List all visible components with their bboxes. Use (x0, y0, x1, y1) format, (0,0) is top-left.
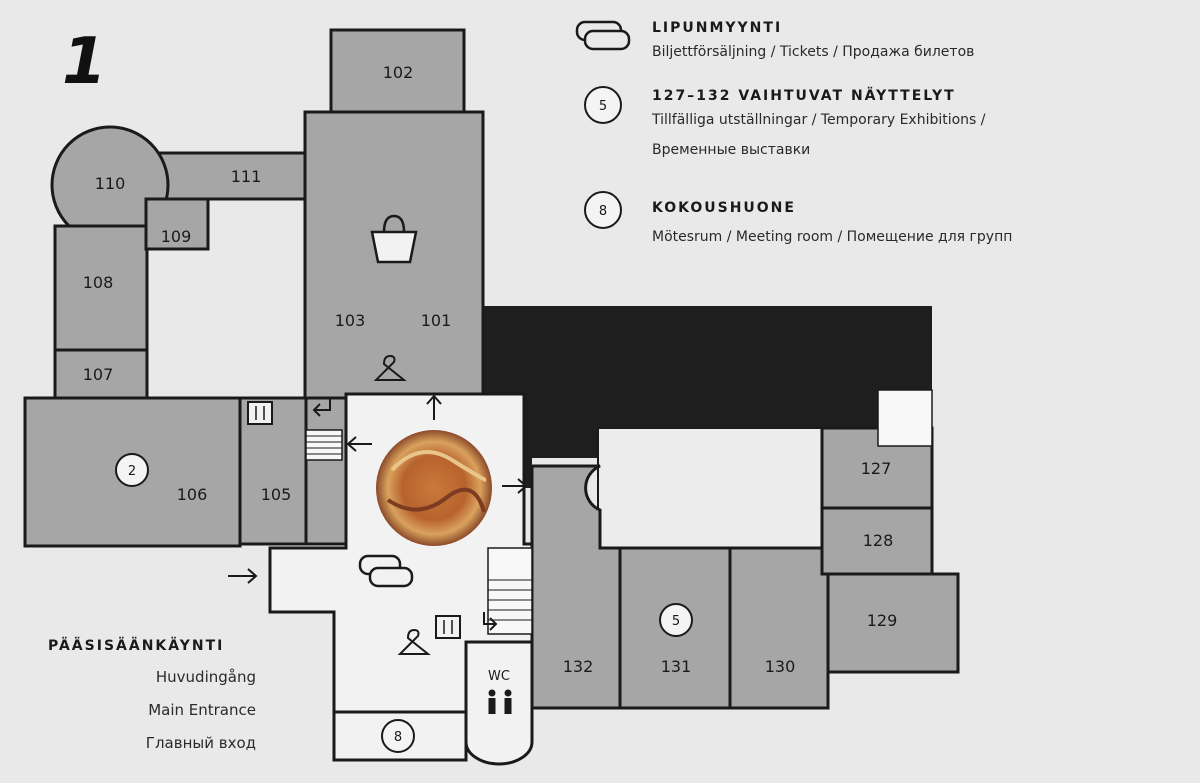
room-label-132: 132 (563, 657, 594, 676)
legend-exhibitions-line2: Временные выставки (652, 142, 811, 158)
dark-courtyard (484, 306, 932, 488)
room-label-107: 107 (83, 365, 114, 384)
tickets-icon (575, 20, 631, 51)
meeting-badge-icon: 8 (584, 191, 622, 229)
legend-meeting-title: KOKOUSHUONE (652, 200, 796, 216)
room-label-108: 108 (83, 273, 114, 292)
entrance-title: PÄÄSISÄÄNKÄYNTI (48, 638, 225, 654)
corridor-111 (144, 151, 307, 201)
entrance-line-2: Main Entrance (148, 701, 256, 719)
inner-white-space (597, 427, 823, 549)
room-stair-block (304, 396, 348, 546)
legend-tickets-title: LIPUNMYYNTI (652, 20, 783, 36)
room-label-106: 106 (177, 485, 208, 504)
badge-8-label: 8 (394, 730, 402, 745)
legend-exhibitions-line1: Tillfälliga utställningar / Temporary Ex… (652, 112, 986, 128)
room-107 (53, 348, 149, 400)
room-102 (329, 28, 466, 114)
room-label-103: 103 (335, 311, 366, 330)
room-108 (53, 224, 149, 352)
room-label-111: 111 (231, 167, 262, 186)
room-label-105: 105 (261, 485, 292, 504)
stairs-upper-right (877, 389, 933, 447)
room-label-129: 129 (867, 611, 898, 630)
badge-2-label: 2 (128, 464, 136, 479)
restroom-icon (488, 689, 512, 714)
stairs-icon (305, 429, 343, 461)
arrow-icon (228, 394, 528, 631)
room-label-128: 128 (863, 531, 894, 550)
room-label-127: 127 (861, 459, 892, 478)
entrance-line-3: Главный вход (145, 734, 256, 752)
wc-label: WC (488, 669, 510, 684)
floor-number: 1 (62, 25, 107, 99)
entrance-line-1: Huvudingång (155, 668, 256, 686)
coat-hanger-icon (373, 354, 407, 381)
room-132 (530, 464, 622, 710)
room-label-109: 109 (161, 227, 192, 246)
badge-2 (115, 453, 149, 487)
badge-5-label: 5 (672, 614, 680, 629)
exhibition-badge-icon: 5 (584, 86, 622, 124)
ticket-desk-icon (358, 554, 414, 588)
room-129 (826, 572, 960, 674)
stairs-lower (487, 547, 533, 635)
shopping-bag-icon (370, 214, 418, 264)
badge-5 (659, 603, 693, 637)
legend-badge-5: 5 (599, 99, 607, 114)
restroom-area (464, 640, 534, 766)
room-109 (144, 197, 210, 251)
legend-badge-8: 8 (599, 204, 607, 219)
room-label-101: 101 (421, 311, 452, 330)
room-130 (728, 546, 830, 710)
elevator-icon (247, 401, 461, 639)
central-artwork (376, 430, 492, 546)
room-label-130: 130 (765, 657, 796, 676)
badge-8 (381, 719, 415, 753)
room-128 (820, 506, 934, 576)
coat-hanger-icon-2 (397, 628, 431, 655)
room-label-110: 110 (95, 174, 126, 193)
legend-meeting-subtitle: Mötesrum / Meeting room / Помещение для … (652, 229, 1013, 245)
legend-exhibitions-title: 127–132 VAIHTUVAT NÄYTTELYT (652, 88, 956, 104)
legend-tickets-subtitle: Biljettförsäljning / Tickets / Продажа б… (652, 44, 975, 60)
room-label-131: 131 (661, 657, 692, 676)
room-label-102: 102 (383, 63, 414, 82)
